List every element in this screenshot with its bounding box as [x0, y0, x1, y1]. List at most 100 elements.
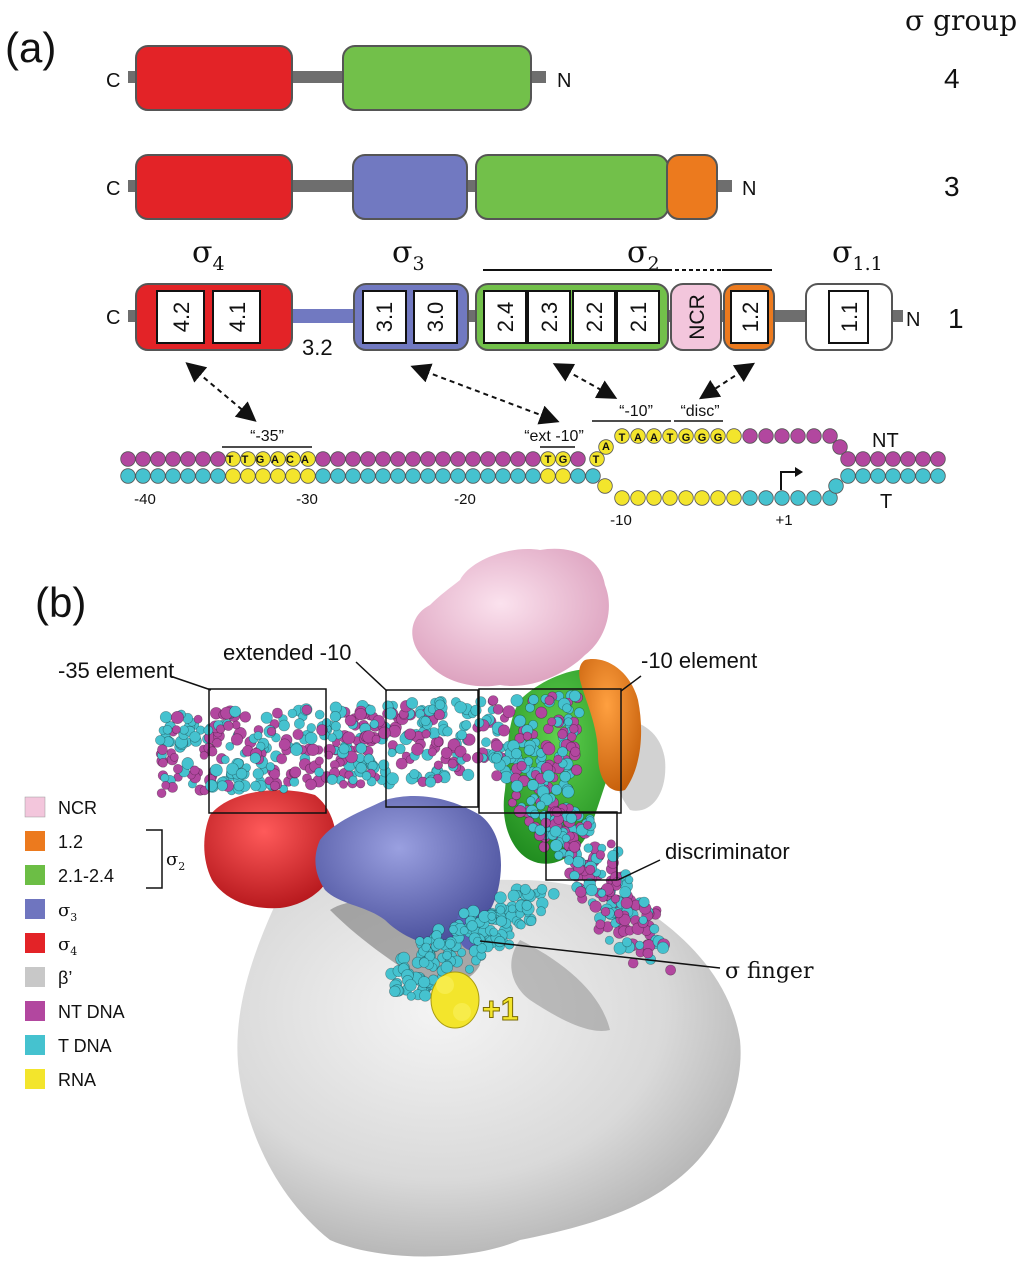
t-dna-atom [260, 711, 273, 724]
legend-item: NCR [24, 796, 97, 818]
t-dna-atom [519, 883, 531, 895]
t-dna-atom [378, 759, 390, 771]
nt-dna-atom [156, 788, 167, 799]
nt-bubble-base [726, 428, 742, 444]
t-dna-atom [419, 989, 432, 1002]
t-dna-atom [209, 763, 223, 777]
region-1-2-label: 1.2 [738, 302, 763, 333]
t-base-yellow [225, 468, 241, 484]
base-letter: G [256, 454, 265, 466]
region-1-1-box [828, 290, 869, 344]
t-base [840, 468, 856, 484]
t-base-yellow [540, 468, 556, 484]
t-dna-atom [542, 769, 555, 783]
position-minus10: -10 [610, 512, 632, 529]
legend-label: σ3 [58, 900, 77, 924]
t-dna-atom [549, 825, 562, 838]
t-dna-atom [265, 762, 275, 772]
nt-dna-atom [618, 913, 631, 927]
t-dna-atom [526, 796, 536, 806]
panel-b-label: (b) [35, 579, 86, 626]
nt-dna-atom [269, 780, 280, 791]
t-base-yellow [240, 468, 256, 484]
leader-line [169, 675, 212, 691]
discriminator-box [545, 811, 618, 881]
nt-bubble-base [774, 428, 790, 444]
nt-base [405, 451, 421, 467]
arrow-r12-disc [698, 362, 756, 400]
ext10-box [385, 689, 479, 808]
nt-base-yellow [555, 451, 571, 467]
t-dna-atom [638, 915, 648, 925]
sigma4-surface [204, 790, 337, 909]
t-base-yellow [270, 468, 286, 484]
group-number: 1 [948, 303, 964, 334]
nt-base [195, 451, 211, 467]
nt-dna-atom [404, 728, 416, 741]
region-1-2-domain [666, 154, 718, 220]
t-dna-atom [456, 729, 467, 741]
t-bubble-base [828, 478, 844, 494]
tss-arrowhead [795, 467, 803, 477]
nt-base [855, 451, 871, 467]
region-4-2-box [156, 290, 205, 344]
legend-label: NCR [58, 798, 97, 818]
nt-base [885, 451, 901, 467]
t-dna-atom [656, 941, 670, 954]
t-base [180, 468, 196, 484]
t-dna-atom [229, 705, 242, 718]
t-base [330, 468, 346, 484]
nt-dna-atom [171, 725, 181, 734]
legend-swatch [25, 899, 45, 919]
nt-base [525, 451, 541, 467]
nt-dna-atom [642, 947, 654, 959]
nt-base [465, 451, 481, 467]
nt-base [135, 451, 151, 467]
interaction-arrows [185, 362, 756, 425]
t-dna-atom [550, 784, 563, 796]
t-bubble-base [742, 490, 758, 506]
legend-item: T DNA [25, 1035, 112, 1056]
position-minus30: -30 [296, 491, 318, 508]
region-1-1-label: 1.1 [837, 302, 862, 333]
t-dna-atom [160, 773, 170, 783]
minus10-label: “-10” [619, 403, 653, 420]
t-base [165, 468, 181, 484]
t-dna-atom [433, 937, 446, 950]
arrow-sigma4-minus35 [185, 362, 257, 422]
nt-dna-atom [264, 776, 274, 786]
legend-label: β’ [58, 968, 72, 988]
region-2-3-box [527, 290, 571, 344]
region-4-1-box [212, 290, 261, 344]
nt-dna-atom [620, 896, 633, 909]
nt-base [165, 451, 181, 467]
t-dna-atom [496, 905, 506, 915]
t-bubble-base [630, 490, 646, 506]
legend-item: NT DNA [25, 1001, 125, 1022]
t-dna-atom [235, 767, 248, 780]
t-dna-atom [330, 721, 342, 732]
nt-dna-atom [627, 957, 639, 969]
t-dna-atom [489, 927, 499, 937]
t-bubble-base [774, 490, 790, 506]
nt-dna-atom [170, 710, 184, 724]
t-dna-atom [459, 926, 469, 936]
base-letter: G [682, 432, 691, 444]
t-dna-atom [179, 725, 189, 735]
nt-dna-atom [538, 841, 550, 853]
t-dna-atom [464, 964, 474, 974]
t-dna-atom [549, 839, 563, 852]
sigma4-domain [135, 154, 293, 220]
legend-swatch [25, 831, 45, 851]
t-dna-atom [220, 755, 230, 765]
dna-beads [120, 428, 946, 506]
base-letter: G [714, 432, 723, 444]
t-dna-atom [249, 752, 261, 764]
nt-bubble-base [694, 428, 710, 444]
region-2-1-box [616, 290, 660, 344]
nt-dna-atom [433, 737, 444, 747]
base-letter: G [559, 454, 568, 466]
t-dna-atom [530, 809, 540, 819]
t-dna-atom [527, 779, 539, 791]
